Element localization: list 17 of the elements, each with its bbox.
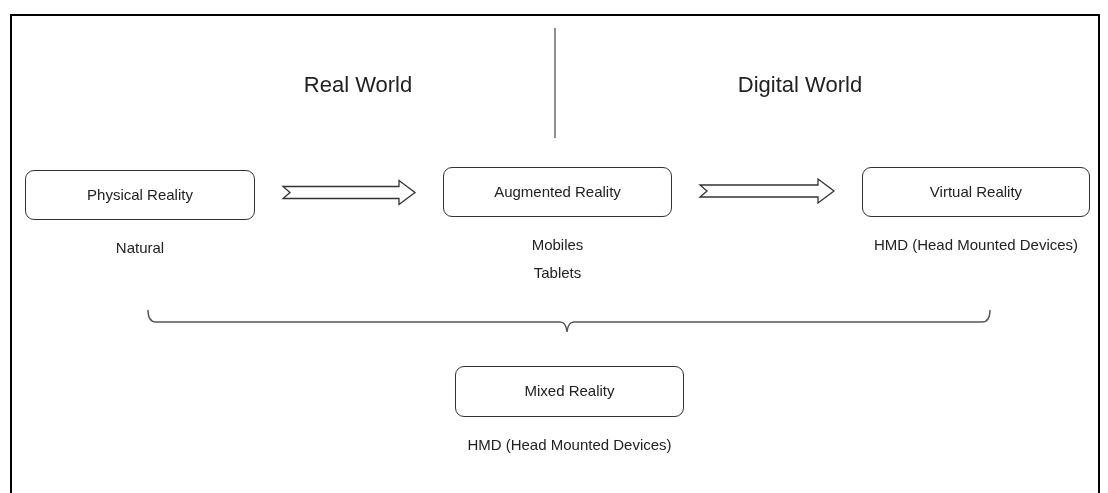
rounded-box: [862, 167, 1090, 217]
block-arrow: [281, 179, 417, 206]
box-label: Mixed Reality: [524, 381, 615, 402]
example-text: HMD (Head Mounted Devices): [467, 435, 672, 455]
example-text: HMD (Head Mounted Devices): [873, 235, 1079, 255]
example-text: Mobiles: [531, 235, 584, 255]
box-label: Physical Reality: [87, 184, 193, 205]
rounded-box: [25, 170, 255, 220]
box-label: Augmented Reality: [494, 181, 621, 202]
example-text: Natural: [115, 238, 165, 258]
block-arrow: [698, 177, 836, 205]
example-text: Tablets: [533, 263, 582, 283]
region-heading: Digital World: [737, 74, 863, 96]
rounded-box: [455, 366, 684, 417]
rounded-box: [443, 167, 672, 217]
region-heading: Real World: [303, 74, 413, 96]
box-label: Virtual Reality: [929, 181, 1023, 202]
